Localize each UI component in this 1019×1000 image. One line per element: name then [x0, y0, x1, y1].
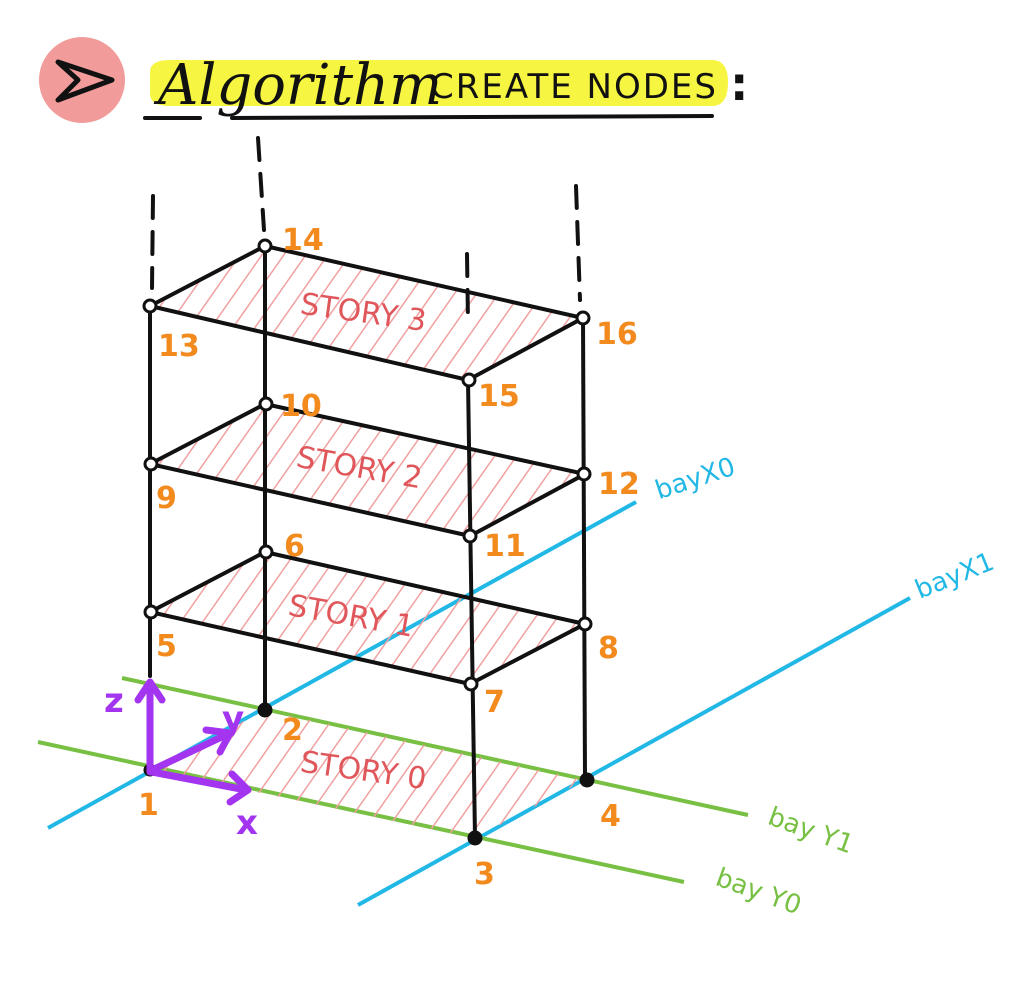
node-label-14: 14	[282, 223, 324, 258]
story-1-floor	[150, 552, 585, 684]
bay-label-x0: bayX0	[652, 452, 739, 506]
story-2-floor	[150, 404, 585, 536]
bay-label-x1: bayX1	[911, 547, 998, 606]
column-continuation-4	[574, 184, 582, 302]
axis-label-z: z	[104, 681, 124, 721]
node-11	[462, 528, 478, 544]
column-4	[581, 316, 587, 782]
story-3-floor	[150, 246, 583, 380]
title-highlight	[150, 60, 728, 106]
node-label-8: 8	[598, 631, 619, 666]
column-3	[466, 378, 477, 840]
title-colon: :	[730, 57, 748, 111]
node-13	[142, 298, 158, 314]
bay-labels: bayX0 bayX1 bay Y1 bay Y0	[652, 452, 999, 921]
title-block: Algorithm CREATE NODES :	[39, 37, 748, 123]
node-15	[461, 372, 477, 388]
node-label-7: 7	[484, 685, 505, 720]
bay-label-y0: bay Y0	[712, 863, 805, 921]
node-label-11: 11	[484, 529, 526, 564]
column-continuation-2	[256, 136, 266, 232]
node-label-6: 6	[284, 529, 305, 564]
node-9	[143, 456, 159, 472]
node-16	[575, 310, 591, 326]
node-label-16: 16	[596, 317, 638, 352]
node-label-13: 13	[158, 329, 200, 364]
node-label-1: 1	[138, 788, 159, 823]
node-label-15: 15	[478, 379, 520, 414]
column-continuation-3	[465, 252, 470, 324]
node-label-5: 5	[156, 629, 177, 664]
node-7	[463, 676, 479, 692]
column-continuation-1	[150, 194, 155, 290]
node-label-9: 9	[156, 481, 177, 516]
y-axis	[148, 730, 232, 774]
node-8	[577, 616, 593, 632]
node-4	[579, 772, 595, 788]
y-arrowhead-icon	[202, 726, 234, 756]
node-6	[258, 544, 274, 560]
bay-label-y1: bay Y1	[764, 802, 857, 860]
node-labels: 1 2 3 4 5 6 7 8 9 10 11 12 13 14 15 16	[138, 223, 640, 892]
node-label-10: 10	[280, 389, 322, 424]
node-14	[257, 238, 273, 254]
node-3	[467, 830, 483, 846]
title-main: Algorithm	[153, 53, 442, 118]
z-arrowhead-icon	[134, 678, 166, 704]
node-2	[257, 702, 273, 718]
node-label-3: 3	[474, 857, 495, 892]
node-5	[143, 604, 159, 620]
arrow-bullet-icon	[55, 59, 115, 103]
axis-label-y: y	[222, 699, 244, 739]
node-label-4: 4	[600, 799, 621, 834]
bay-x1-line	[357, 596, 911, 907]
node-10	[258, 396, 274, 412]
node-12	[576, 466, 592, 482]
x-axis	[148, 768, 250, 794]
title-underline-2	[230, 114, 714, 120]
axis-labels: z y x	[104, 681, 258, 843]
node-label-12: 12	[598, 467, 640, 502]
title-sub: CREATE NODES	[430, 67, 718, 107]
axes	[134, 678, 252, 806]
axis-label-x: x	[236, 803, 258, 843]
x-arrowhead-icon	[226, 770, 252, 806]
node-label-2: 2	[282, 713, 303, 748]
bay-y1-line	[121, 676, 749, 817]
